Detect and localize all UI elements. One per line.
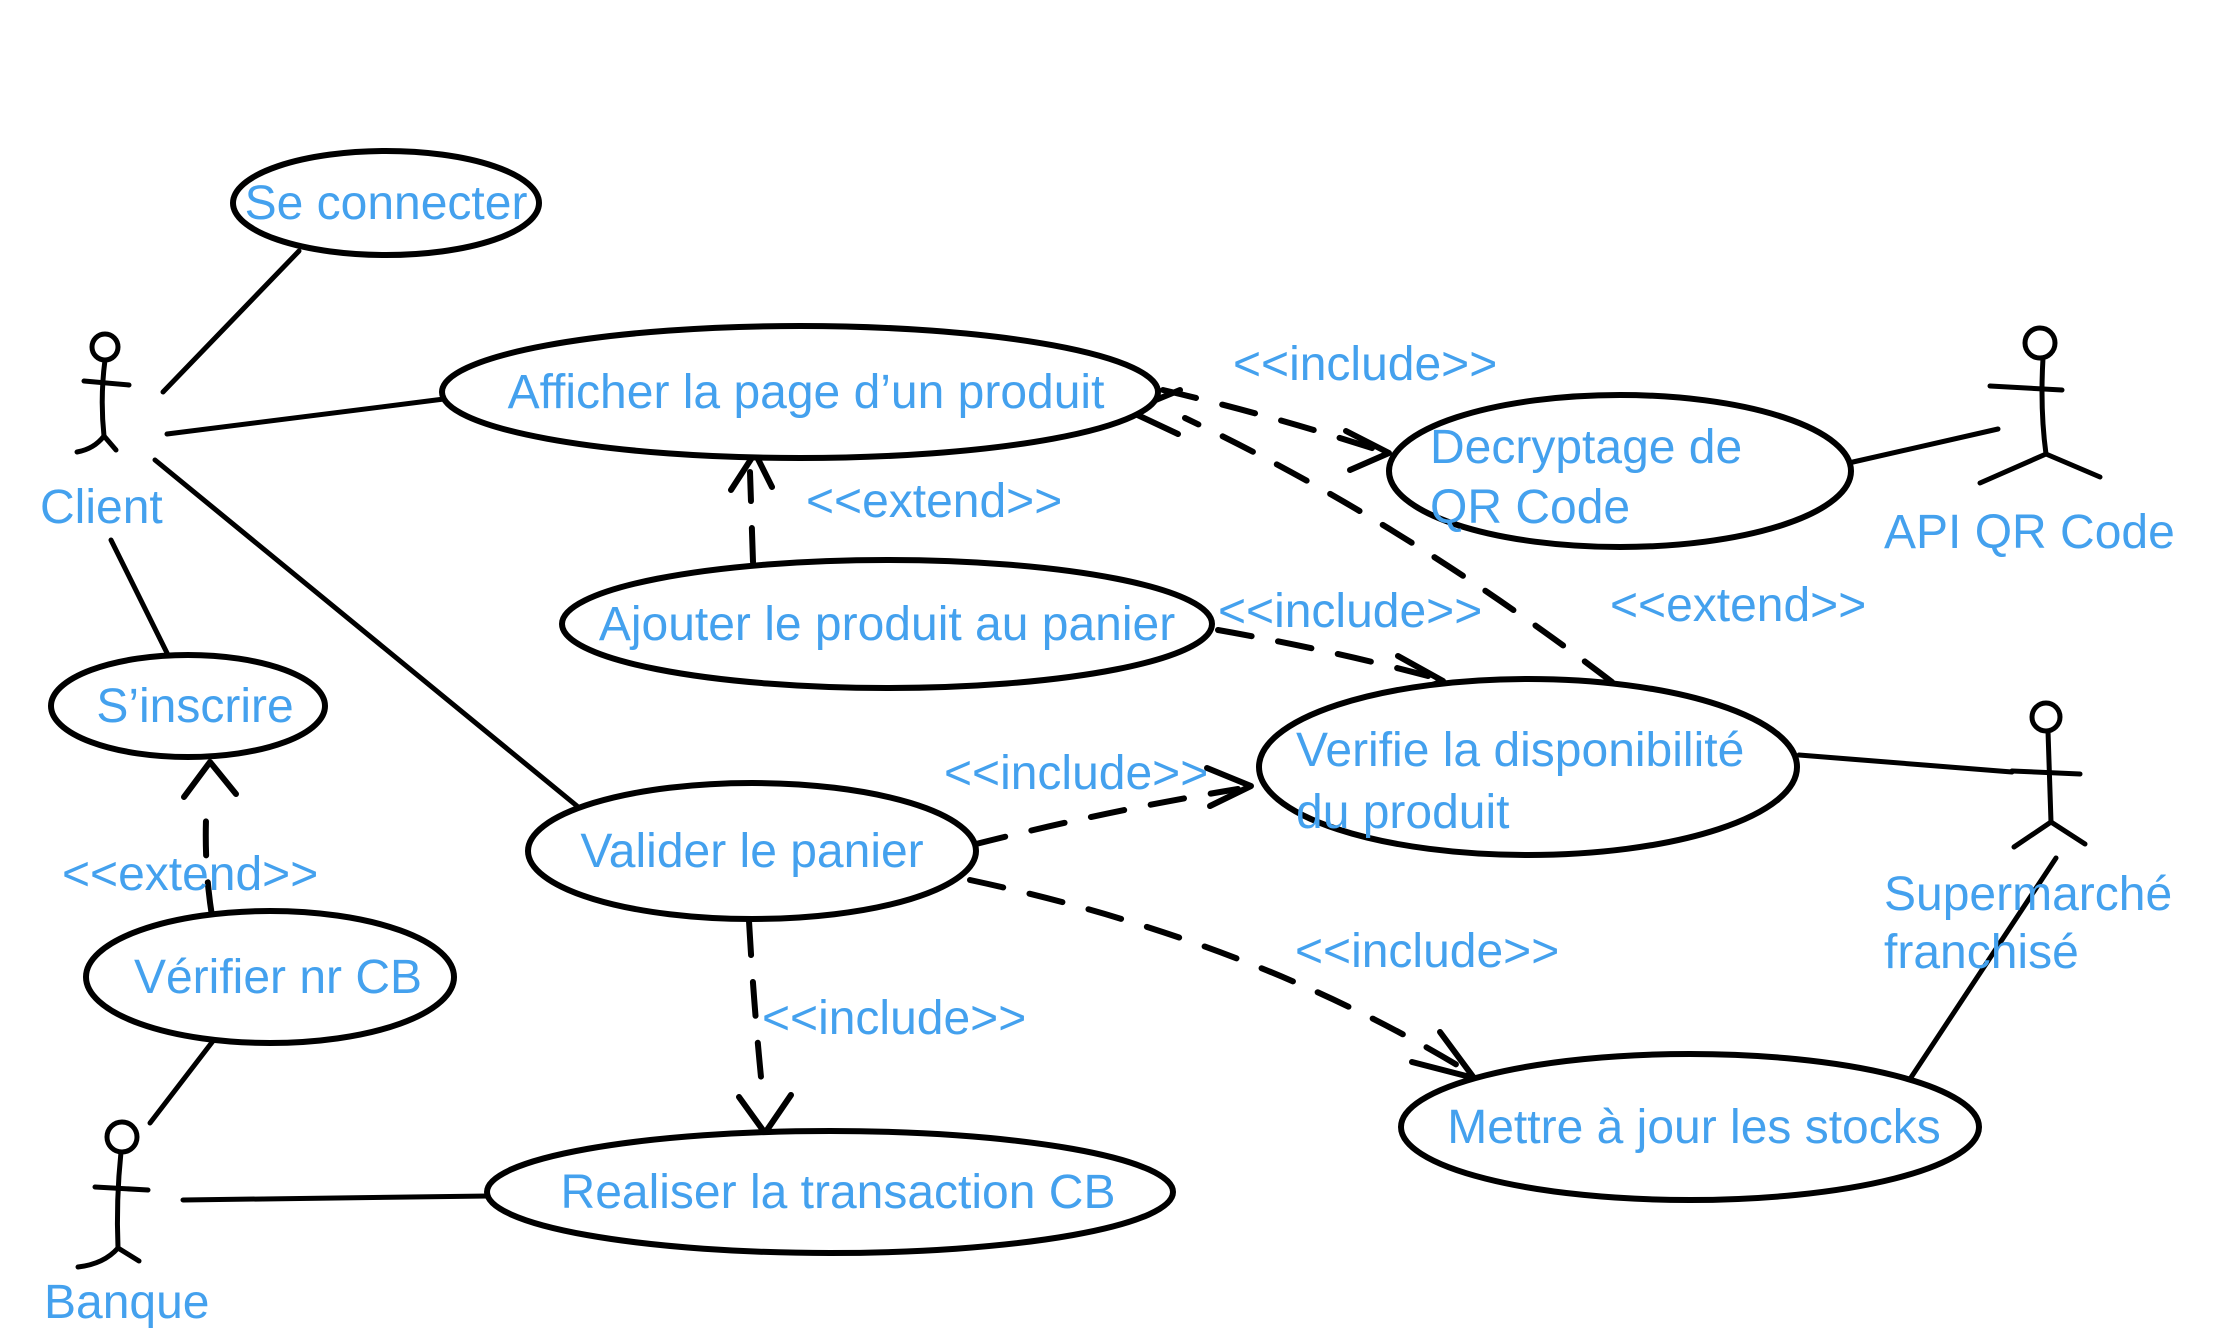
dashed-include-valider-mettre (967, 877, 1465, 1071)
dashed-extend-verifiercb-sinscrire (202, 795, 215, 919)
actor-banque: Banque (44, 1119, 210, 1329)
line-client-se-connecter (160, 248, 302, 395)
banque-figure-head (104, 1119, 140, 1155)
stereotype-labels: <<include>> <<extend>> <<include>> <<ext… (62, 338, 1866, 1045)
actor-api-qr-label: API QR Code (1884, 506, 2175, 559)
line-verifier-cb-banque (147, 1038, 216, 1126)
dashed-include-valider-realiser (746, 918, 766, 1100)
line-verifie-supermarche (1796, 752, 2015, 775)
dashed-extend-verifie-afficher (1182, 415, 1615, 685)
s-inscrire-ellipse (48, 652, 328, 760)
use-case-mettre-a-jour: Mettre à jour les stocks (1398, 1051, 1982, 1203)
use-case-realiser-cb: Realiser la transaction CB (484, 1128, 1176, 1256)
stereotype-extend-ajouter-afficher: <<extend>> (806, 475, 1062, 528)
decryptage-qr-label-line2: QR Code (1430, 481, 1630, 534)
supermarche-figure-head (2029, 700, 2063, 734)
use-case-afficher-page: Afficher la page d’un produit (439, 323, 1161, 461)
client-figure-arms (81, 378, 132, 388)
actor-banque-label: Banque (44, 1276, 210, 1329)
arrowhead-into-sinscrire-bottom (181, 759, 239, 800)
actor-supermarche-label-line2: franchisé (1884, 926, 2079, 979)
valider-panier-label: Valider le panier (580, 825, 923, 878)
use-case-se-connecter: Se connecter (230, 148, 542, 258)
arrowhead-into-decryptage (1343, 428, 1392, 473)
supermarche-figure-body (2045, 728, 2054, 825)
line-client-s-inscrire (108, 537, 172, 660)
api-qr-figure-arms (1987, 383, 2065, 393)
se-connecter-label: Se connecter (245, 177, 528, 230)
banque-figure-body (114, 1149, 124, 1251)
line-client-valider-panier (152, 457, 580, 809)
decryptage-qr-label-line1: Decryptage de (1430, 421, 1742, 474)
line-client-afficher-page (164, 396, 447, 437)
verifie-disponibilite-label-line2: du produit (1296, 786, 1510, 839)
use-case-ajouter-panier: Ajouter le produit au panier (559, 557, 1215, 691)
afficher-page-ellipse (439, 323, 1161, 461)
use-case-valider-panier: Valider le panier (525, 780, 979, 922)
api-qr-figure-legs (1977, 451, 2103, 486)
s-inscrire-label: S’inscrire (96, 680, 293, 733)
actor-client: Client (40, 331, 163, 534)
line-decryptage-api-qr (1850, 426, 2001, 465)
use-case-verifier-nr-cb: Vérifier nr CB (83, 908, 457, 1046)
stereotype-include-valider-transaction: <<include>> (762, 992, 1026, 1045)
arrowhead-into-verifie-left (1204, 765, 1254, 809)
line-supermarche-mettre-a-jour (1907, 855, 2059, 1082)
api-qr-figure-body (2039, 355, 2049, 457)
banque-figure-arms (92, 1184, 151, 1193)
arrowhead-into-realiser-top (736, 1092, 794, 1136)
mettre-a-jour-label: Mettre à jour les stocks (1447, 1101, 1941, 1154)
client-figure-legs (74, 433, 119, 455)
actor-supermarche-label-line1: Supermarché (1884, 868, 2172, 921)
line-banque-realiser (180, 1193, 492, 1203)
client-figure-head (89, 331, 121, 363)
stereotype-extend-verifiercb-sinscrire: <<extend>> (62, 848, 318, 901)
supermarche-figure-arms (2009, 768, 2083, 777)
ajouter-panier-ellipse (559, 557, 1215, 691)
client-figure-body (99, 357, 108, 439)
afficher-page-label: Afficher la page d’un produit (508, 366, 1105, 419)
banque-figure-legs (75, 1245, 142, 1270)
verifier-nr-cb-ellipse (83, 908, 457, 1046)
verifie-disponibilite-ellipse (1256, 676, 1800, 858)
realiser-cb-ellipse (484, 1128, 1176, 1256)
dashed-include-afficher-decryptage (1160, 387, 1381, 453)
realiser-cb-label: Realiser la transaction CB (561, 1166, 1116, 1219)
dashed-include-valider-verifie (969, 786, 1241, 848)
use-case-verifie-disponibilite: Verifie la disponibilité du produit (1256, 676, 1800, 858)
stereotype-extend-verifie-afficher: <<extend>> (1610, 579, 1866, 632)
actor-supermarche-franchise: Supermarché franchisé (1884, 700, 2172, 979)
actors: Client API QR Code Supermarché franchisé… (40, 325, 2175, 1329)
use-case-decryptage-qr: Decryptage de QR Code (1386, 392, 1854, 550)
dashed-extend-ajouter-afficher (747, 469, 756, 565)
stereotype-include-valider-verifie: <<include>> (944, 747, 1208, 800)
mettre-a-jour-ellipse (1398, 1051, 1982, 1203)
se-connecter-ellipse (230, 148, 542, 258)
stereotype-include-afficher-decryptage: <<include>> (1233, 338, 1497, 391)
association-lines (108, 248, 2059, 1203)
valider-panier-ellipse (525, 780, 979, 922)
verifie-disponibilite-label-line1: Verifie la disponibilité (1296, 724, 1744, 777)
supermarche-figure-legs (2011, 819, 2088, 850)
api-qr-figure-head (2022, 325, 2058, 361)
actor-client-label: Client (40, 481, 163, 534)
decryptage-qr-ellipse (1386, 392, 1854, 550)
stereotype-include-ajouter-verifie: <<include>> (1218, 585, 1482, 638)
dashed-include-ajouter-verifie (1215, 627, 1431, 679)
use-cases: Se connecter Afficher la page d’un produ… (48, 148, 1982, 1256)
stereotype-include-valider-stocks: <<include>> (1295, 925, 1559, 978)
verifier-nr-cb-label: Vérifier nr CB (134, 951, 422, 1004)
use-case-s-inscrire: S’inscrire (48, 652, 328, 760)
ajouter-panier-label: Ajouter le produit au panier (599, 598, 1175, 651)
actor-api-qr-code: API QR Code (1884, 325, 2175, 559)
